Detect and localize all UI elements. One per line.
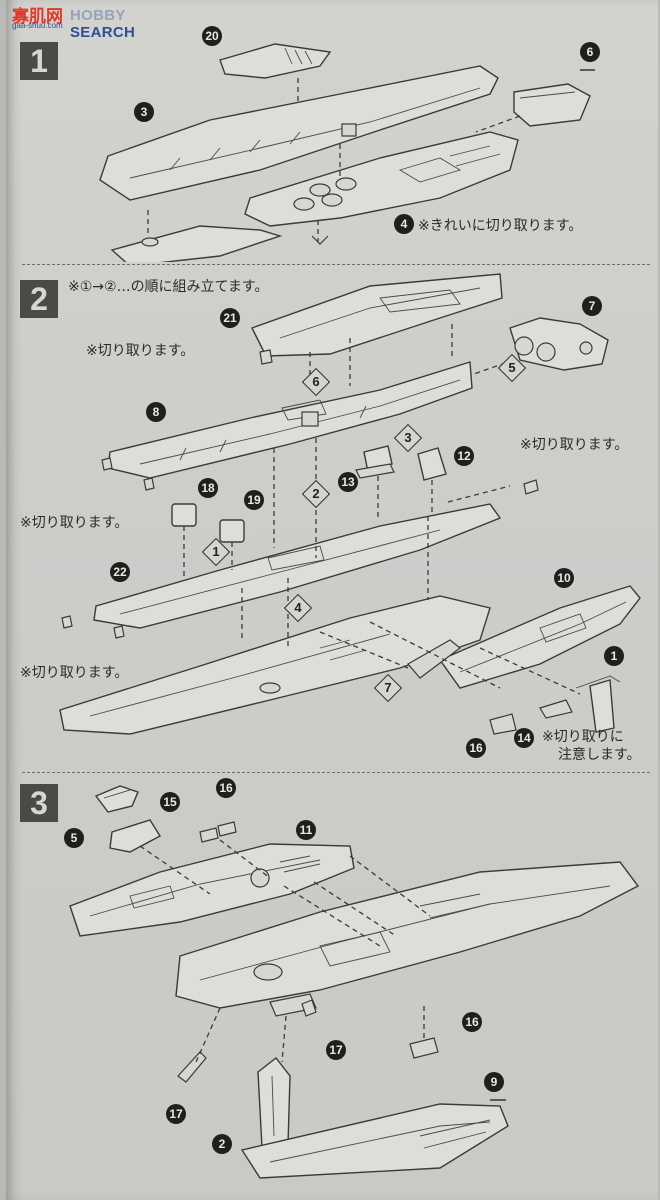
step-2-note-caution-2: 注意します。 (558, 747, 641, 763)
step-2-note-cut-3: ※切り取ります。 (20, 515, 129, 531)
callout-part-5: 5 (64, 828, 84, 848)
step-2-note-cut-2: ※切り取ります。 (520, 437, 629, 453)
step-3-panel: 3 (20, 776, 650, 1196)
part-2-drawing (257, 1057, 291, 1149)
step-3-badge: 3 (20, 784, 58, 822)
callout-part-14: 14 (514, 728, 534, 748)
part-8-drawing (107, 361, 473, 479)
watermark-logo: 寡肌网 HOBBY SEARCH gaa-shuu.com (10, 2, 170, 41)
callout-part-13: 13 (338, 472, 358, 492)
step-1-note-cut: ※きれいに切り取ります。 (418, 218, 583, 234)
instruction-sheet: 寡肌网 HOBBY SEARCH gaa-shuu.com 1 (6, 0, 658, 1200)
sequence-step-1-label: 1 (212, 544, 220, 559)
part-17b-drawing (177, 1051, 207, 1083)
callout-part-20: 20 (202, 26, 222, 46)
cut-bit-4 (523, 479, 539, 495)
callout-part-21: 21 (220, 308, 240, 328)
part-12-drawing (417, 447, 447, 481)
step-3-illustration (69, 785, 640, 1179)
part-22-drawing (93, 503, 502, 629)
callout-part-3: 3 (134, 102, 154, 122)
cut-bit-5 (61, 615, 73, 629)
callout-part-16-bottom: 16 (462, 1012, 482, 1032)
hull-main-drawing (59, 595, 491, 735)
divider-1 (22, 264, 650, 265)
part-11-drawing (69, 843, 355, 937)
watermark-brand-name: SEARCH (70, 24, 136, 41)
callout-part-22: 22 (110, 562, 130, 582)
hull-assembled-drawing (175, 861, 640, 1017)
callout-part-17-right: 17 (326, 1040, 346, 1060)
sequence-step-2-label: 2 (312, 486, 320, 501)
part-16-drawing (489, 713, 517, 735)
watermark-brand-prefix: HOBBY (70, 7, 126, 24)
cut-bit-2 (101, 457, 113, 471)
part-19-drawing (219, 519, 245, 543)
part-3-drawing (99, 65, 499, 201)
part-21-drawing (251, 273, 503, 357)
part-bottom-deck-drawing (110, 225, 283, 262)
sequence-step-4-label: 4 (294, 600, 302, 615)
sequence-step-5-label: 5 (508, 360, 516, 375)
callout-part-6: 6 (580, 42, 600, 62)
part-16c-drawing (409, 1037, 439, 1059)
sequence-step-3-label: 3 (404, 430, 412, 445)
part-16b-drawing (217, 821, 237, 837)
callout-part-1: 1 (604, 646, 624, 666)
part-1-drawing (575, 675, 621, 733)
callout-part-17-left: 17 (166, 1104, 186, 1124)
step-1-panel: 1 (20, 26, 650, 262)
callout-part-4: 4 (394, 214, 414, 234)
callout-part-18: 18 (198, 478, 218, 498)
step-2-illustration (59, 273, 641, 735)
part-14-drawing (539, 699, 573, 719)
part-17a-drawing (301, 999, 317, 1017)
part-9-drawing (240, 1103, 509, 1179)
callout-part-16-top: 16 (216, 778, 236, 798)
step-2-badge: 2 (20, 280, 58, 318)
step-1-badge: 1 (20, 42, 58, 80)
callout-part-15: 15 (160, 792, 180, 812)
part-15-drawing (109, 819, 161, 853)
part-10-drawing (407, 585, 641, 689)
cut-bit-3 (143, 477, 155, 491)
step-2-note-cut-1: ※切り取ります。 (86, 343, 195, 359)
part-13-drawing (355, 445, 395, 479)
callout-part-8: 8 (146, 402, 166, 422)
divider-2 (22, 772, 650, 773)
part-5-drawing (94, 785, 139, 813)
part-7-drawing (509, 317, 609, 371)
part-20-drawing (219, 43, 332, 79)
step-2-note-caution-1: ※切り取りに (542, 729, 624, 745)
cut-bit-1 (259, 349, 273, 365)
sequence-step-7-label: 7 (384, 680, 392, 695)
step-1-illustration (99, 43, 595, 262)
callout-part-7: 7 (582, 296, 602, 316)
part-16a-drawing (199, 827, 219, 843)
watermark-url: gaa-shuu.com (12, 21, 63, 30)
callout-part-2: 2 (212, 1134, 232, 1154)
step-2-panel: 2 ※①→②…の順に組み立てます。 (20, 268, 650, 768)
callout-part-11: 11 (296, 820, 316, 840)
hull-lower-drawing (244, 131, 519, 227)
sequence-step-6-label: 6 (312, 374, 320, 389)
part-18-drawing (171, 503, 197, 527)
callout-part-12: 12 (454, 446, 474, 466)
step-2-note-cut-4: ※切り取ります。 (20, 665, 129, 681)
part-6-drawing (513, 83, 591, 127)
cut-bit-6 (113, 625, 125, 639)
callout-part-19: 19 (244, 490, 264, 510)
step-2-note-order: ※①→②…の順に組み立てます。 (68, 279, 269, 295)
watermark-kanji: 寡肌网 (12, 7, 63, 27)
callout-part-9: 9 (484, 1072, 504, 1092)
watermark-brand: HOBBY SEARCH (70, 7, 170, 41)
callout-part-10: 10 (554, 568, 574, 588)
callout-part-16: 16 (466, 738, 486, 758)
